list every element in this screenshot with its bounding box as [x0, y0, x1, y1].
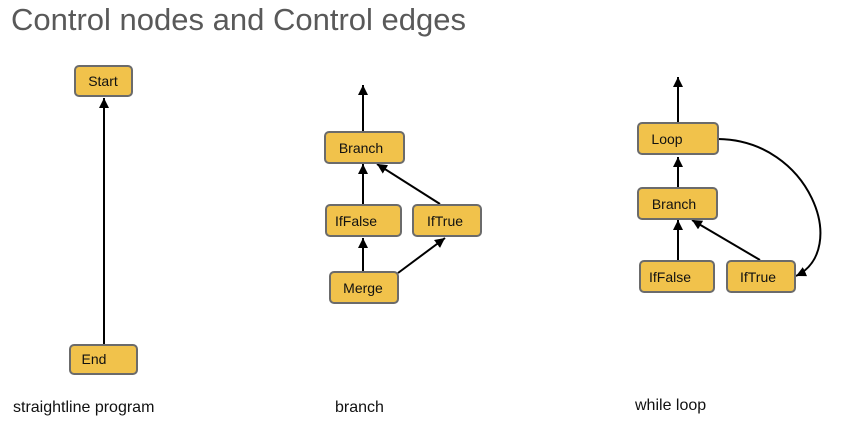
page-title: Control nodes and Control edges: [11, 2, 466, 37]
branch-diagram: Branch IfFalse IfTrue Merge branch: [324, 85, 482, 416]
node-iffalse-label: IfFalse: [335, 213, 377, 229]
edge-iftrue-to-branch: [376, 163, 441, 205]
straightline-diagram: Start End straightline program: [13, 65, 154, 416]
edge-loop-to-iftrue: [717, 138, 822, 277]
node-iffalse: IfFalse: [325, 204, 402, 237]
node-iftrue: IfTrue: [412, 204, 482, 237]
node-branch-label: Branch: [652, 196, 696, 212]
edge-iftrue-to-branch: [691, 219, 761, 261]
node-merge-label: Merge: [343, 280, 383, 296]
node-end: End: [69, 344, 138, 375]
node-branch-label: Branch: [339, 140, 383, 156]
node-loop-label: Loop: [651, 131, 682, 147]
node-branch: Branch: [637, 187, 718, 220]
caption-branch: branch: [335, 399, 384, 416]
node-loop: Loop: [637, 122, 719, 155]
node-iftrue-label: IfTrue: [740, 269, 776, 285]
while-loop-diagram: Loop Branch IfFalse IfTrue while loop: [634, 77, 822, 414]
node-branch: Branch: [324, 131, 405, 164]
caption-straightline: straightline program: [13, 399, 154, 416]
caption-while-loop: while loop: [634, 397, 706, 414]
node-iffalse-label: IfFalse: [649, 269, 691, 285]
edge-merge-to-iftrue: [397, 237, 446, 274]
node-merge: Merge: [329, 271, 399, 304]
node-start: Start: [74, 65, 133, 97]
node-end-label: End: [82, 351, 107, 367]
node-iftrue-label: IfTrue: [427, 213, 463, 229]
node-start-label: Start: [88, 73, 118, 89]
node-iffalse: IfFalse: [639, 260, 715, 293]
node-iftrue: IfTrue: [726, 260, 796, 293]
